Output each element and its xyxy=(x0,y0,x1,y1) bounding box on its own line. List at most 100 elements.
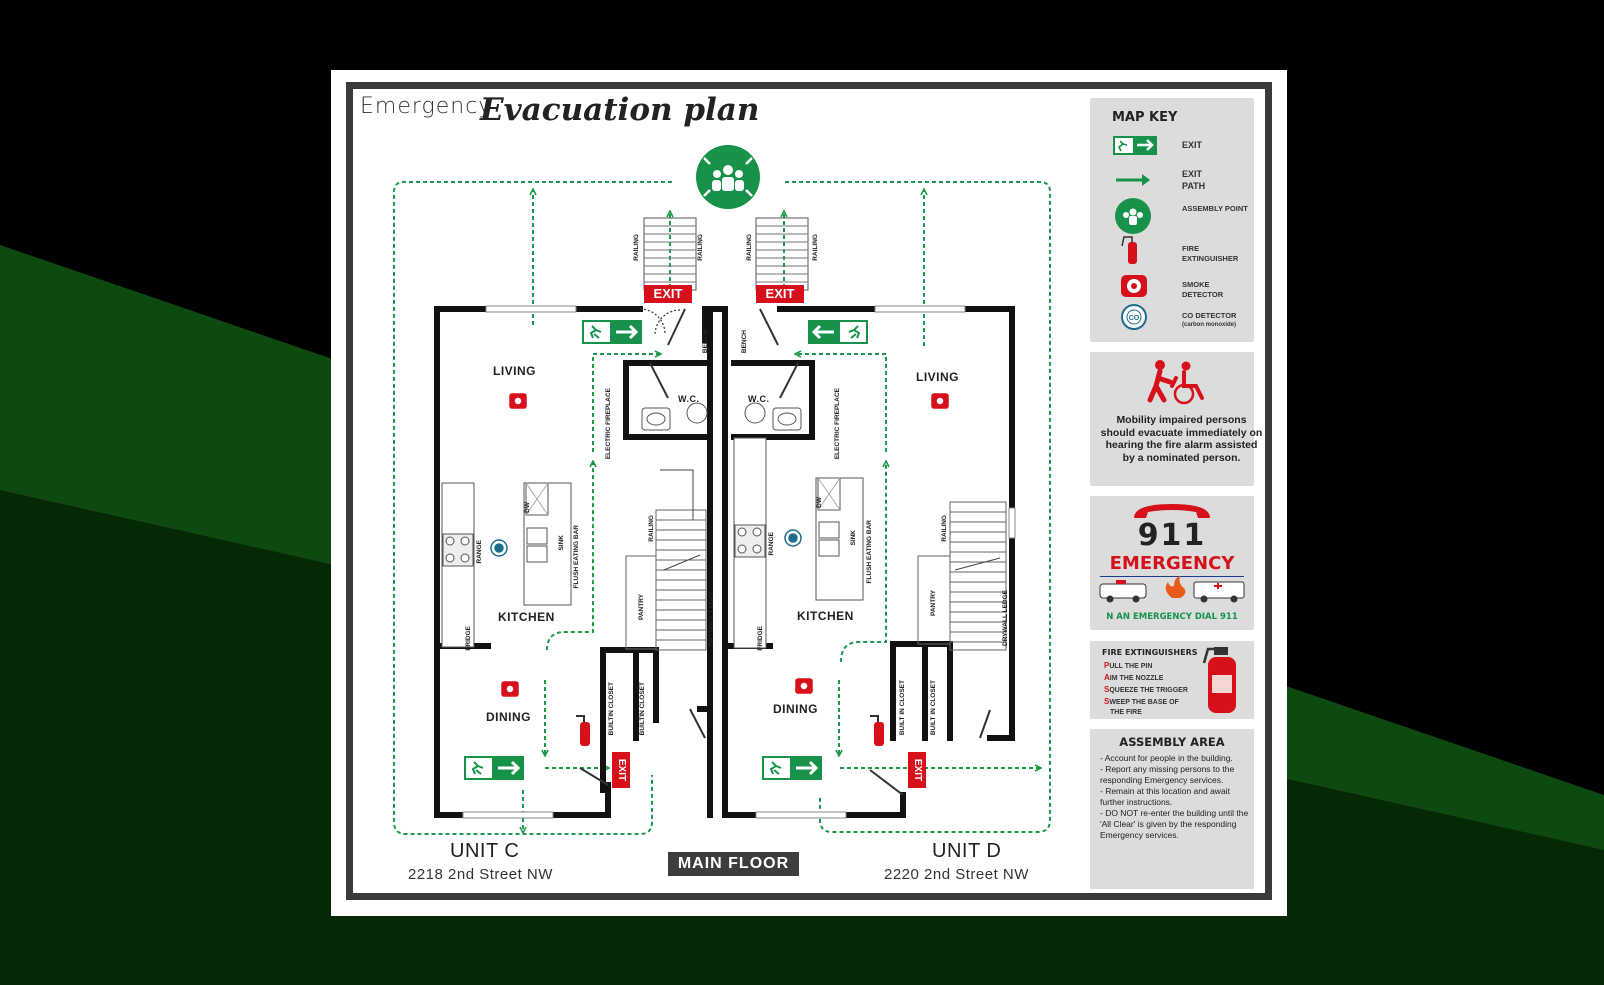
smoke-detector-icon xyxy=(1121,275,1147,297)
fe-rest: THE FIRE xyxy=(1110,709,1142,716)
windows xyxy=(462,305,1016,819)
room-label-kitchen-d: KITCHEN xyxy=(797,609,854,623)
mobility-panel: Mobility impaired persons should evacuat… xyxy=(1090,352,1262,486)
map-key-icons: CO xyxy=(1113,136,1157,330)
smoke-detector-icon xyxy=(501,393,949,697)
exit-red-sign-d-rear xyxy=(908,752,926,788)
fire-extinguisher-icon xyxy=(1202,647,1236,713)
fe-initial: A xyxy=(1104,673,1110,682)
dw-label: DW xyxy=(816,497,823,508)
co-detector-icon xyxy=(490,529,802,557)
map-key-panel: MAP KEY CO xyxy=(1090,98,1254,342)
railing-label: RAILING xyxy=(812,234,819,261)
co-icon-text: CO xyxy=(1129,315,1140,322)
fe-initial: P xyxy=(1104,661,1110,670)
unit-c-name: UNIT C xyxy=(450,840,520,862)
room-label-living-d: LIVING xyxy=(916,370,960,384)
fe-step: AIM THE NOZZLE xyxy=(1104,672,1188,684)
exit-red-sign-c xyxy=(644,285,692,303)
room-label-dining-c: DINING xyxy=(486,710,531,724)
closet-label: BUILT IN CLOSET xyxy=(899,680,906,736)
aa-list: - Account for people in the building. - … xyxy=(1100,753,1250,841)
map-key-label: SMOKE DETECTOR xyxy=(1182,280,1224,299)
fe-step: SWEEP THE BASE OF xyxy=(1104,696,1188,708)
range-label: RANGE xyxy=(768,532,775,556)
exit-sign-icon xyxy=(808,320,868,344)
arrow-right-icon xyxy=(1116,174,1150,186)
exit-path-unit-d-perimeter xyxy=(785,181,1051,833)
unit-d-name: UNIT D xyxy=(932,840,1002,862)
pantry-label: PANTRY xyxy=(638,594,645,620)
exit-sign-icon xyxy=(582,320,642,344)
fe-step: PULL THE PIN xyxy=(1104,660,1188,672)
title-emergency: Emergency xyxy=(360,94,493,119)
exit-label: EXIT xyxy=(616,758,627,782)
fireplace-label: ELECTRIC FIREPLACE xyxy=(834,388,841,460)
exit-label: EXIT xyxy=(765,286,795,301)
sink-label: SINK xyxy=(558,535,565,551)
bench-label: BENCH xyxy=(741,330,748,354)
room-label-wc-c: W.C. xyxy=(678,394,700,404)
map-key-label: CO DETECTOR xyxy=(1182,311,1237,320)
map-key-sublabel: (carbon monoxide) xyxy=(1182,322,1237,328)
map-key-label: FIRE EXTINGUISHER xyxy=(1182,244,1239,263)
exit-red-sign-c-rear xyxy=(612,752,630,788)
eating-bar-label: FLUSH EATING BAR xyxy=(573,525,580,589)
fireplace-label: ELECTRIC FIREPLACE xyxy=(605,388,612,460)
railing-label: RAILING xyxy=(941,515,948,542)
aa-item: - Remain at this location and await furt… xyxy=(1100,786,1230,807)
exit-sign-icon xyxy=(762,756,822,780)
map-key-title: MAP KEY xyxy=(1112,110,1178,125)
bench-label: BENCH xyxy=(702,330,709,354)
exit-red-sign-d xyxy=(756,285,804,303)
closet-label: BUILTIN CLOSET xyxy=(608,682,615,736)
fe-rest: ULL THE PIN xyxy=(1109,663,1153,670)
fridge-label: FRIDGE xyxy=(465,626,472,651)
room-label-wc-d: W.C. xyxy=(748,394,770,404)
aa-item: - DO NOT re-enter the building until the… xyxy=(1100,808,1249,840)
aa-item: - Report any missing persons to the resp… xyxy=(1100,764,1235,785)
emergency-note: N AN EMERGENCY DIAL 911 xyxy=(1106,612,1238,622)
unit-d-address: 2220 2nd Street NW xyxy=(884,866,1029,883)
railing-label: RAILING xyxy=(697,234,704,261)
fe-initial: S xyxy=(1104,697,1110,706)
railing-label: RAILING xyxy=(633,234,640,261)
pantry-label: PANTRY xyxy=(930,590,937,616)
closet-label: BUILT IN CLOSET xyxy=(930,680,937,736)
co-detector-icon: CO xyxy=(1121,304,1147,330)
fe-initial: S xyxy=(1104,685,1110,694)
fe-rest: IM THE NOZZLE xyxy=(1109,675,1164,682)
mobility-text: Mobility impaired persons should evacuat… xyxy=(1100,414,1263,464)
range-label: RANGE xyxy=(476,540,483,564)
phone-icon xyxy=(1134,504,1210,518)
closet-label: BUILTIN CLOSET xyxy=(639,682,646,736)
drywall-ledge-label: DRYWALL LEDGE xyxy=(708,590,715,646)
exit-path-c-kitchen xyxy=(546,462,593,651)
exit-sign-icon xyxy=(464,756,524,780)
room-label-kitchen-c: KITCHEN xyxy=(498,610,555,624)
exit-path-c-hall xyxy=(592,354,660,452)
interior-stairs xyxy=(625,469,1007,651)
fe-steps: PULL THE PIN AIM THE NOZZLE SQUEEZE THE … xyxy=(1104,660,1188,717)
map-key-label: EXIT PATH xyxy=(1182,169,1206,191)
fe-step: SQUEEZE THE TRIGGER xyxy=(1104,684,1188,696)
doors xyxy=(579,308,991,796)
map-key-label: EXIT xyxy=(1182,140,1203,150)
railing-label: RAILING xyxy=(648,515,655,542)
emergency-number: 911 xyxy=(1137,518,1207,553)
exit-path-d-hall xyxy=(796,354,887,452)
emergency-vehicles-icon xyxy=(1099,576,1245,603)
fire-extinguisher-icon xyxy=(1121,236,1137,264)
fire-extinguisher-panel: FIRE EXTINGUISHERS PULL THE PIN AIM THE … xyxy=(1090,641,1254,719)
walls xyxy=(434,306,1015,818)
aa-title: ASSEMBLY AREA xyxy=(1119,735,1225,749)
fe-rest: WEEP THE BASE OF xyxy=(1109,699,1179,706)
assembly-point-icon xyxy=(696,145,760,209)
unit-c-address: 2218 2nd Street NW xyxy=(408,866,553,883)
exit-sign-icon xyxy=(1113,136,1157,155)
fridge-label: FRIDGE xyxy=(757,626,764,651)
kitchen-fixtures xyxy=(441,437,864,649)
assembly-area-panel: ASSEMBLY AREA - Account for people in th… xyxy=(1090,729,1254,889)
exit-label: EXIT xyxy=(912,758,923,782)
